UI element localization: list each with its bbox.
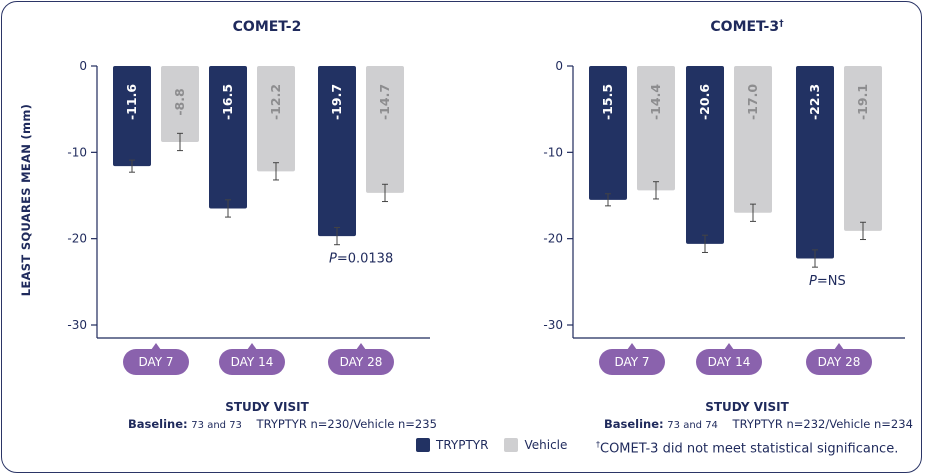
category-pill [599,349,665,375]
bar-tryptyr [796,66,834,259]
y-tick-label: -20 [543,232,563,246]
y-tick-label: -20 [67,232,87,246]
legend: TRYPTYR Vehicle [416,438,567,452]
x-tick-label: DAY 28 [340,355,383,369]
p-letter: P [329,252,337,267]
data-label-vehicle: -17.0 [745,84,760,120]
footnote-text: COMET-3 did not meet statistical signifi… [600,441,899,457]
baseline-n: TRYPTYR n=230/Vehicle n=235 [256,417,437,431]
category-pill [123,349,189,375]
x-axis-label-1: STUDY VISIT [705,400,789,414]
p-value: =0.0138 [337,252,393,267]
y-tick-label: -10 [543,145,563,159]
bar-vehicle [366,66,404,193]
y-tick-label: 0 [79,59,87,73]
footnote-mark: † [596,440,600,449]
x-axis-label-0: STUDY VISIT [225,400,309,414]
chart-title-0: COMET-2 [233,19,302,35]
footnote: †COMET-3 did not meet statistical signif… [596,440,898,456]
x-tick-label: DAY 14 [708,355,751,369]
chart-title-1: COMET-3† [710,19,784,35]
p-letter: P [809,274,817,289]
x-tick-label: DAY 7 [138,355,173,369]
category-pill-pointer [356,343,366,350]
baseline-label: Baseline: [604,417,664,431]
category-pill-pointer [247,343,257,350]
bar-vehicle [257,66,295,172]
bar-vehicle [161,66,199,142]
p-value-annotation: P=0.0138 [329,252,393,267]
bar-tryptyr [113,66,151,167]
category-pill-pointer [834,343,844,350]
baseline-comet-3: Baseline: 73 and 74 TRYPTYR n=232/Vehicl… [604,417,913,431]
data-label-tryptyr: -16.5 [220,84,235,120]
legend-label-tryptyr: TRYPTYR [436,438,489,452]
x-tick-label: DAY 14 [231,355,274,369]
data-label-vehicle: -8.8 [172,88,187,115]
legend-label-vehicle: Vehicle [524,438,568,452]
bar-vehicle [734,66,772,213]
baseline-values: 73 and 73 [191,420,242,431]
baseline-label: Baseline: [128,417,188,431]
data-label-vehicle: -19.1 [855,84,870,120]
bar-tryptyr [209,66,247,209]
category-pill [806,349,872,375]
y-axis-label: LEAST SQUARES MEAN (mm) [19,104,33,296]
y-tick-label: -30 [543,318,563,332]
legend-swatch-tryptyr [416,438,430,452]
category-pill-pointer [151,343,161,350]
data-label-tryptyr: -19.7 [329,84,344,120]
data-label-tryptyr: -11.6 [124,84,139,120]
category-pill [696,349,762,375]
x-tick-label: DAY 7 [614,355,649,369]
category-pill-pointer [724,343,734,350]
chart-title-text: COMET-2 [233,19,302,35]
baseline-comet-2: Baseline: 73 and 73 TRYPTYR n=230/Vehicl… [128,417,437,431]
data-label-tryptyr: -20.6 [697,84,712,120]
bar-tryptyr [318,66,356,237]
bar-vehicle [844,66,882,231]
x-tick-label: DAY 28 [818,355,861,369]
y-tick-label: -10 [67,145,87,159]
y-tick-label: -30 [67,318,87,332]
baseline-values: 73 and 74 [667,420,718,431]
category-pill-pointer [627,343,637,350]
p-value: =NS [817,274,846,289]
p-value-annotation: P=NS [809,274,846,289]
category-pill [219,349,285,375]
category-pill [328,349,394,375]
legend-swatch-vehicle [504,438,519,452]
data-label-vehicle: -14.4 [648,84,663,120]
chart-title-mark: † [779,19,784,29]
data-label-vehicle: -12.2 [268,84,283,120]
chart-title-text: COMET-3 [710,19,779,35]
data-label-vehicle: -14.7 [377,84,392,120]
y-tick-label: 0 [555,59,563,73]
data-label-tryptyr: -22.3 [807,84,822,120]
bar-vehicle [637,66,675,191]
bar-tryptyr [589,66,627,200]
data-label-tryptyr: -15.5 [600,84,615,120]
bar-tryptyr [686,66,724,244]
baseline-n: TRYPTYR n=232/Vehicle n=234 [732,417,913,431]
